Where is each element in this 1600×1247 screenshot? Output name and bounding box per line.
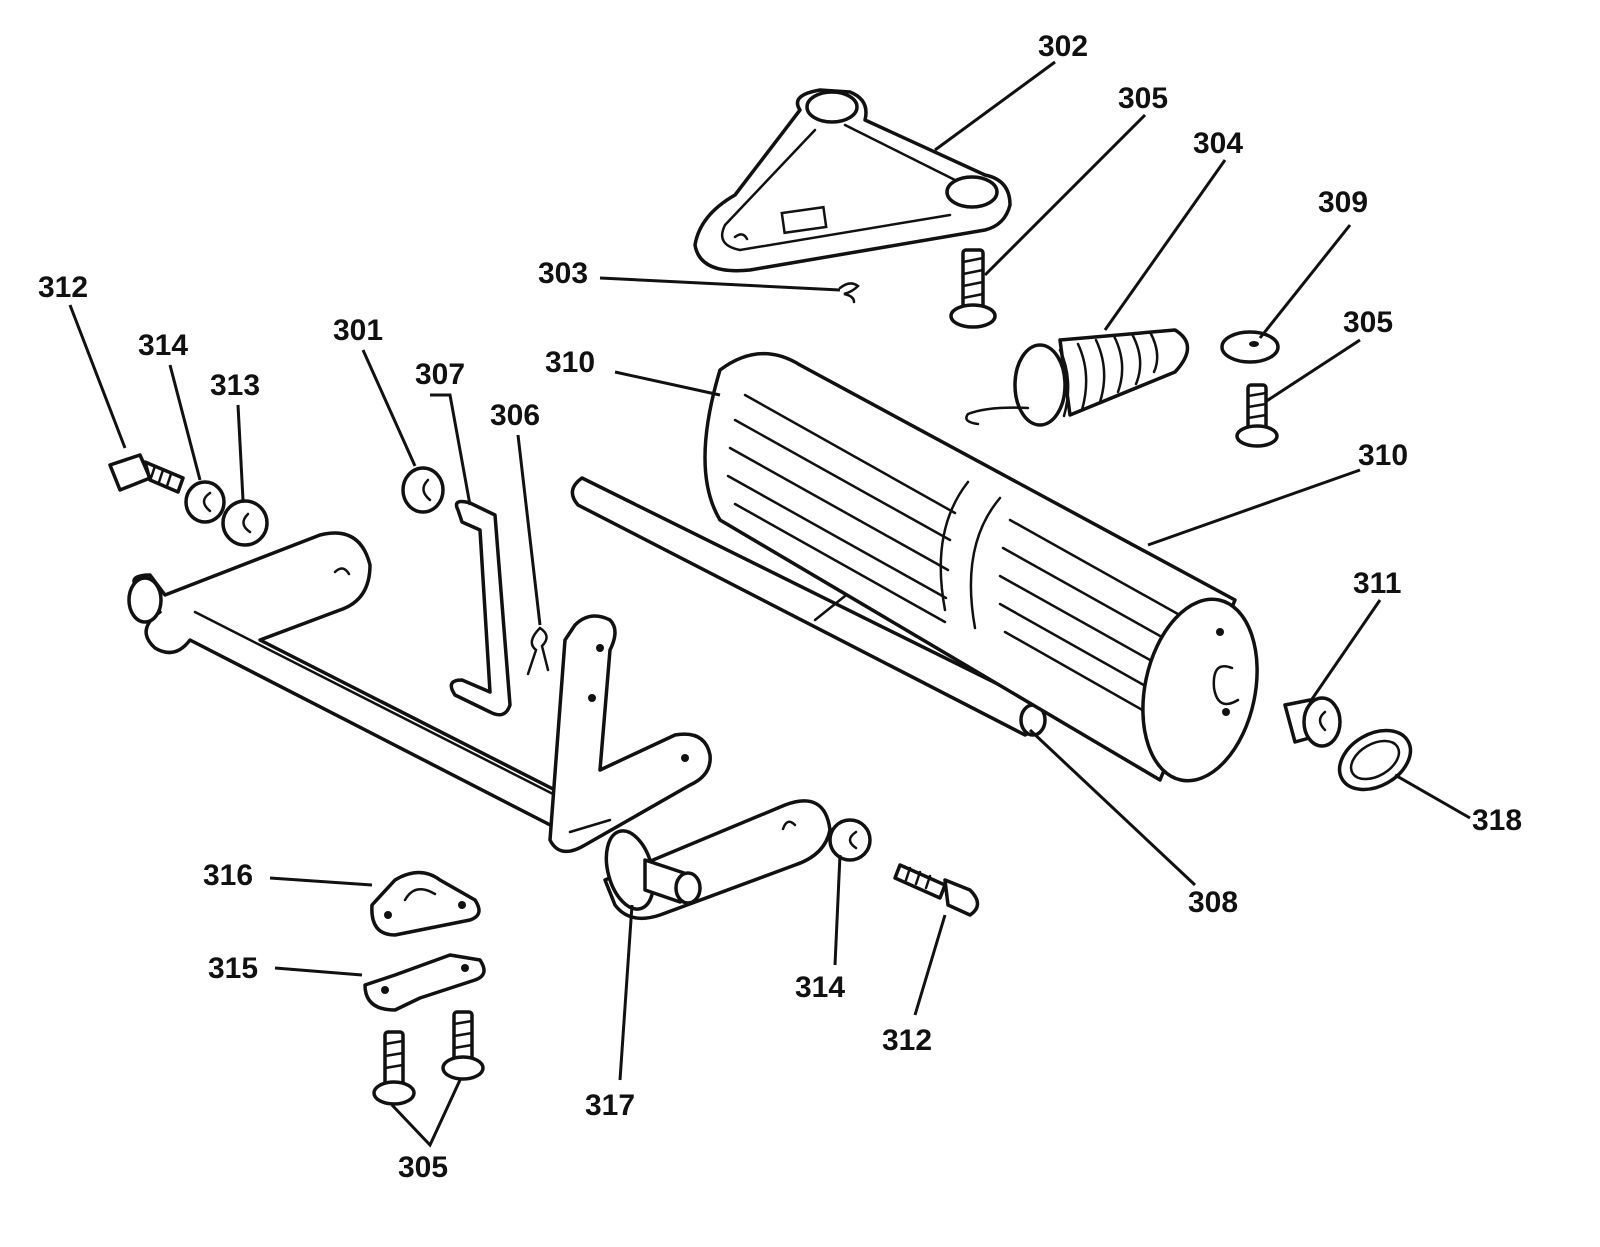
part-314-lock-washer-bottom: [828, 818, 872, 862]
leader-317: [618, 904, 634, 1081]
callout-305-top: 305: [1118, 82, 1168, 115]
callout-316: 316: [203, 859, 253, 892]
callout-labels: 302 305 304 309 305 303 310 310 312 314 …: [38, 30, 1522, 1184]
part-pedal-arm-assembly: [127, 531, 562, 832]
part-317-lever: [548, 614, 832, 921]
callout-317: 317: [585, 1089, 635, 1122]
part-305-screw-right: [1235, 383, 1279, 448]
part-305-screw-top: [949, 248, 997, 329]
part-309-washer: [1220, 330, 1280, 364]
leader-318: [1394, 773, 1471, 820]
part-305-screw-bottom-left: [372, 1030, 416, 1106]
leader-310-right: [1147, 468, 1361, 547]
leader-316: [269, 876, 373, 887]
part-315-clamp-plate: [363, 953, 486, 1012]
leader-309: [1258, 224, 1352, 339]
callout-312-top: 312: [38, 271, 88, 304]
leader-310-top: [614, 370, 721, 397]
leader-308: [1028, 728, 1197, 887]
leader-305-right: [1264, 338, 1361, 404]
callout-310-top: 310: [545, 346, 595, 379]
part-312-bolt-bottom: [893, 863, 980, 917]
callout-303: 303: [538, 257, 588, 290]
leader-304: [1103, 159, 1227, 331]
leader-312-bottom: [913, 914, 947, 1016]
callout-312-bottom: 312: [882, 1024, 932, 1057]
leader-312-top: [68, 304, 127, 449]
leader-305-bottom: [390, 1079, 462, 1148]
callout-311: 311: [1353, 567, 1401, 600]
callout-309: 309: [1318, 186, 1368, 219]
leader-302: [934, 60, 1056, 152]
leader-313: [236, 404, 245, 501]
leader-314-bottom: [833, 854, 842, 966]
callout-305-right: 305: [1343, 306, 1393, 339]
callout-314-top: 314: [138, 329, 188, 362]
leader-314-top: [168, 364, 202, 481]
callout-307: 307: [415, 358, 465, 391]
part-316-u-clamp: [370, 870, 481, 937]
callout-310-right: 310: [1358, 439, 1408, 472]
leader-311: [1308, 599, 1382, 703]
leader-305-top: [983, 113, 1147, 277]
part-314-lock-washer-top: [184, 480, 226, 524]
part-311-bushing: [1283, 696, 1342, 748]
part-303-clip: [838, 282, 860, 304]
callout-313: 313: [210, 369, 260, 402]
part-304-coil-spring: [965, 328, 1190, 427]
callout-306: 306: [490, 399, 540, 432]
part-301-nut: [401, 466, 445, 514]
part-312-bolt-top: [108, 453, 185, 494]
callout-305-bottom: 305: [398, 1151, 448, 1184]
callout-302: 302: [1038, 30, 1088, 63]
part-305-screw-bottom-right: [441, 1010, 485, 1081]
callout-308: 308: [1188, 886, 1238, 919]
leader-lines: [68, 60, 1471, 1148]
part-318-snap-ring: [1337, 728, 1413, 792]
part-310-roller: [703, 352, 1259, 783]
leader-303: [599, 276, 841, 292]
callout-318: 318: [1472, 804, 1522, 837]
part-313-washer: [221, 499, 269, 547]
part-308-shaft: [570, 476, 1047, 737]
leader-307: [430, 393, 472, 506]
part-306-cotter-pin: [526, 626, 550, 676]
part-302-bracket-plate: [693, 88, 1012, 273]
part-307-l-pin: [449, 499, 512, 717]
leader-315: [274, 966, 363, 977]
callout-301: 301: [333, 314, 383, 347]
callout-315: 315: [208, 952, 258, 985]
leader-301: [361, 349, 417, 467]
leader-306: [516, 434, 542, 626]
callout-304: 304: [1193, 127, 1243, 160]
callout-314-bottom: 314: [795, 971, 845, 1004]
